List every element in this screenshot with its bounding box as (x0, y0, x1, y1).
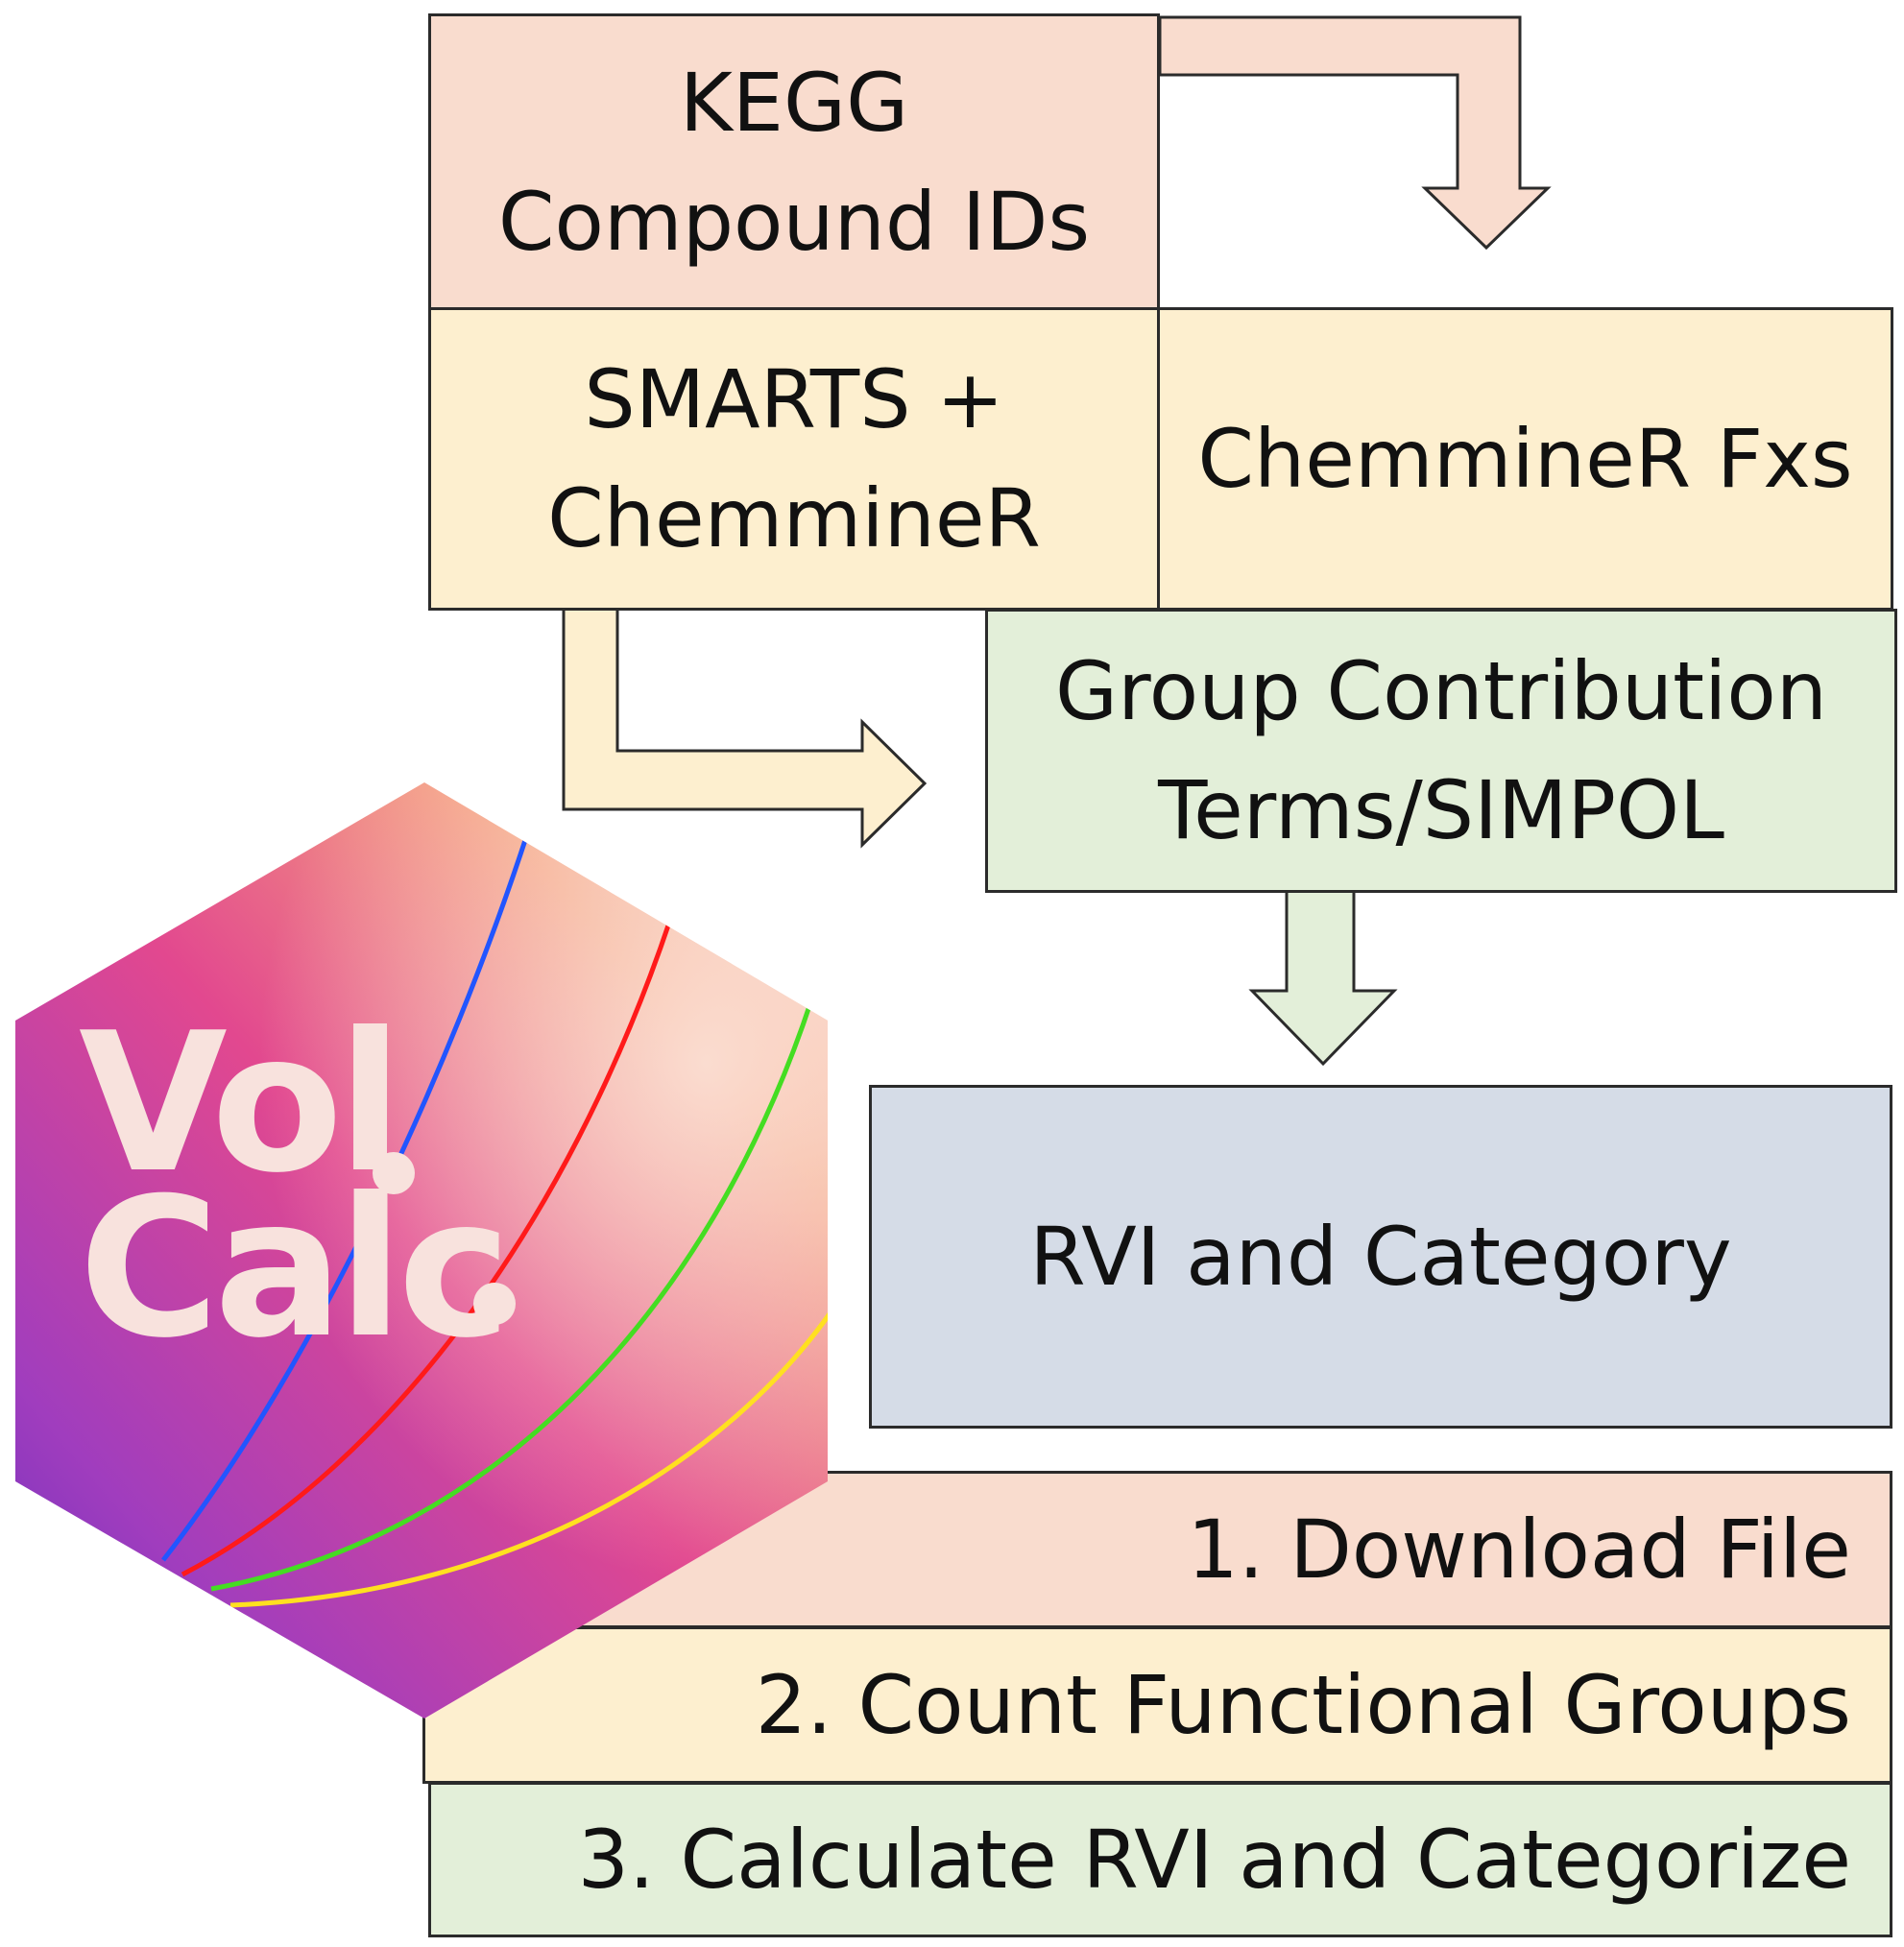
arrow-group-contribution-to-rvi (1248, 889, 1398, 1067)
logo-dot-1 (373, 1152, 415, 1194)
arrow-smarts-to-group-contribution (562, 607, 928, 849)
group-contribution-box: Group Contribution Terms/SIMPOL (985, 609, 1897, 893)
kegg-compound-ids-box: KEGG Compound IDs (428, 13, 1160, 311)
logo-curve-green (210, 999, 814, 1592)
group-contribution-label: Group Contribution (1055, 644, 1827, 738)
arrow-kegg-to-chemminer-fxs (1158, 15, 1552, 251)
rvi-and-category-label: RVI and Category (1029, 1210, 1732, 1304)
logo-curve-blue (161, 836, 529, 1562)
terms-simpol-label: Terms/SIMPOL (1158, 763, 1724, 857)
smarts-chemminer-box: SMARTS + ChemmineR (428, 307, 1160, 611)
step-1-label: 1. Download File (1187, 1502, 1851, 1597)
kegg-label: KEGG (679, 56, 909, 150)
rvi-and-category-box: RVI and Category (869, 1085, 1892, 1429)
step-count-functional-groups: 2. Count Functional Groups (422, 1626, 1892, 1784)
logo-curve-red (181, 919, 673, 1577)
logo-calc-text: Calc (79, 1157, 506, 1381)
logo-dot-2 (473, 1283, 516, 1325)
chemminer-label: ChemmineR (547, 471, 1041, 565)
step-calculate-rvi: 3. Calculate RVI and Categorize (428, 1782, 1892, 1937)
compound-ids-label: Compound IDs (497, 175, 1091, 269)
smarts-label: SMARTS + (584, 352, 1004, 446)
step-3-label: 3. Calculate RVI and Categorize (577, 1813, 1851, 1907)
logo-vol-text: Vol (79, 992, 398, 1215)
step-2-label: 2. Count Functional Groups (755, 1658, 1851, 1752)
chemminer-fxs-label: ChemmineR Fxs (1197, 412, 1853, 506)
logo-curve-yellow (229, 1304, 828, 1608)
